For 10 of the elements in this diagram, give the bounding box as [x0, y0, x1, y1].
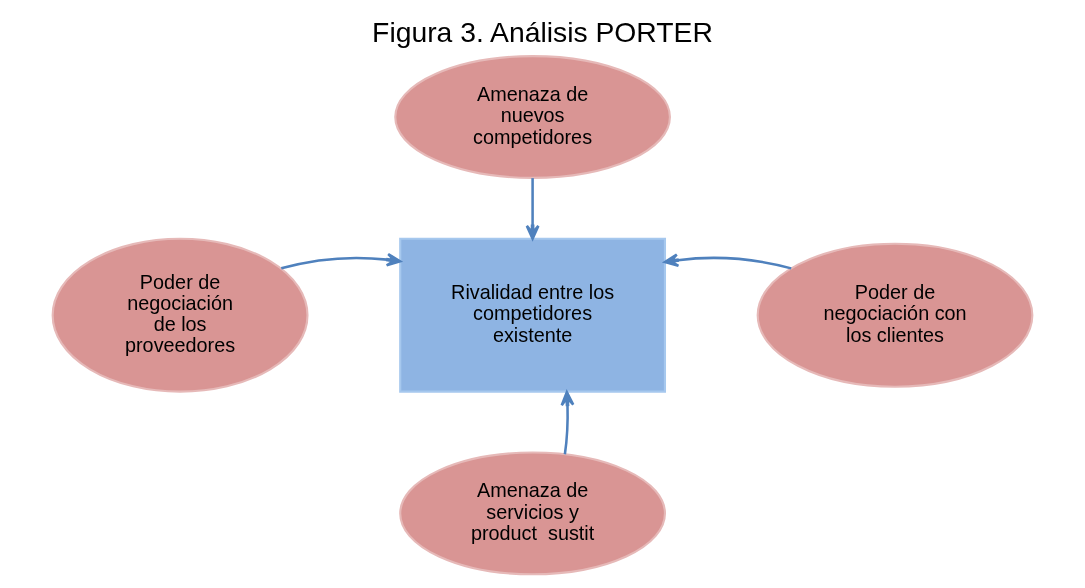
- node-box: Rivalidad entre los competidores existente: [399, 237, 666, 393]
- arrow: [663, 253, 792, 270]
- arrow: [280, 252, 402, 270]
- node-ellipse: Poder de negociación de los proveedores: [51, 237, 309, 393]
- arrow: [525, 178, 540, 240]
- arrow: [560, 390, 575, 455]
- node-ellipse: Amenaza de nuevos competidores: [394, 55, 671, 179]
- diagram-title: Figura 3. Análisis PORTER: [372, 16, 713, 48]
- node-ellipse: Amenaza de servicios y product sustit: [399, 451, 666, 576]
- node-ellipse: Poder de negociación con los clientes: [756, 242, 1034, 388]
